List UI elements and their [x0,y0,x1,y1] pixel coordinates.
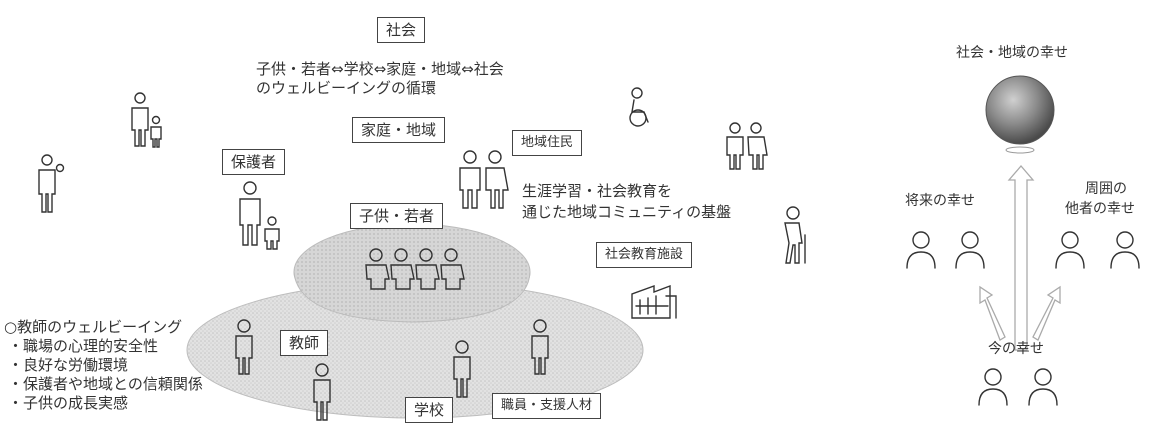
lifelong-text-line2: 通じた地域コミュニティの基盤 [522,203,732,221]
future-person-1 [906,231,936,269]
globe-icon [985,75,1055,154]
couple-icon [726,122,768,170]
social-facility-box: 社会教育施設 [596,242,693,268]
parent-baby-icon [38,154,65,213]
school-box: 学校 [405,397,454,423]
society-box: 社会 [377,17,426,43]
arrow-up-left [979,285,1006,341]
society-happiness-label: 社会・地域の幸せ [956,45,1068,61]
staff-figure-1 [453,340,471,398]
present-person-1 [978,368,1008,406]
guardians-box: 保護者 [222,149,286,175]
children-youth-box: 子供・若者 [350,203,444,229]
teacher-figure-2 [313,363,331,421]
local-residents-box: 地域住民 [512,130,583,156]
wellbeing-item: ・子供の成長実感 [8,394,129,412]
wellbeing-item: ・良好な労働環境 [8,356,129,374]
teacher-wellbeing-title: ○教師のウェルビーイング [4,318,183,336]
wellbeing-item: ・保護者や地域との信頼関係 [8,375,203,393]
staff-support-box: 職員・支援人材 [492,393,602,419]
present-person-2 [1028,368,1058,406]
others-happiness-line1: 周囲の [1085,181,1127,197]
present-happiness-label: 今の幸せ [988,341,1044,357]
others-happiness-line2: 他者の幸せ [1065,201,1135,217]
guardian-child-icon [239,181,280,250]
wellbeing-item: ・職場の心理的安全性 [8,337,159,355]
parent-child-icon [131,92,162,148]
elderly-icon [784,206,806,264]
others-person-2 [1110,231,1140,269]
future-happiness-label: 将来の幸せ [905,193,975,209]
residents-icon [459,150,509,209]
arrows [979,165,1061,351]
staff-figure-2 [531,319,549,375]
arrow-up-center [1007,165,1035,351]
wheelchair-icon [629,87,649,127]
home-community-box: 家庭・地域 [352,117,446,143]
facility-building-icon [631,284,677,319]
children-group-icon [365,248,465,290]
others-person-1 [1055,231,1085,269]
teacher-box: 教師 [280,330,329,356]
arrow-up-right [1032,285,1061,341]
teacher-wellbeing-list: ○教師のウェルビーイング ・職場の心理的安全性 ・良好な労働環境 ・保護者や地域… [4,318,203,413]
lifelong-text-line1: 生涯学習・社会教育を [522,182,673,200]
teacher-figure-1 [235,319,253,375]
cycle-text-line2: のウェルビーイングの循環 [256,79,437,97]
future-person-2 [955,231,985,269]
cycle-text-line1: 子供・若者⇔学校⇔家庭・地域⇔社会 [256,60,504,78]
